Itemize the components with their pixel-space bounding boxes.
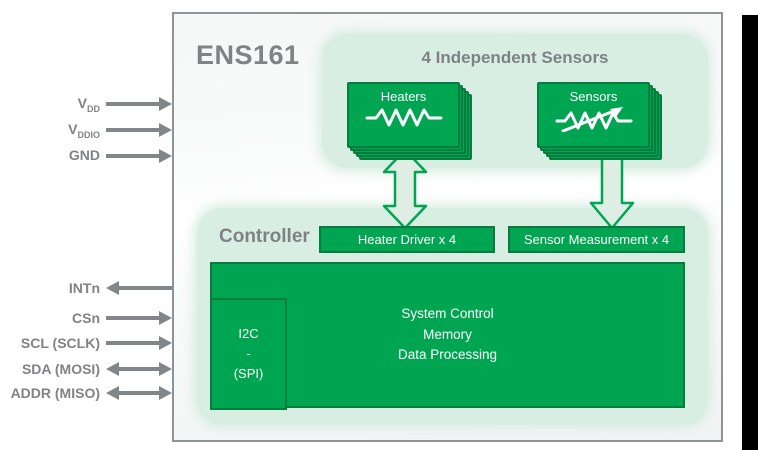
pin-addr-label: ADDR (MISO) <box>10 385 100 401</box>
pin-sda-bidirectional-arrow-icon <box>106 359 172 379</box>
pin-vddio: VDDIO <box>0 120 172 140</box>
core-line-system-control: System Control <box>401 305 494 321</box>
pin-vdd: VDD <box>0 94 172 114</box>
chip-name: ENS161 <box>196 40 300 70</box>
pin-csn-input-arrow-icon <box>106 308 172 328</box>
sensors-card: Sensors <box>537 82 650 148</box>
interface-line-spi: (SPI) <box>233 366 264 382</box>
pin-scl-input-arrow-icon <box>106 333 172 353</box>
pin-addr: ADDR (MISO) <box>0 383 172 403</box>
pin-gnd-label: GND <box>68 146 100 163</box>
page-edge-bar <box>742 15 758 450</box>
system-core-text: System Control Memory Data Processing <box>398 304 497 367</box>
heaters-stack: Heaters <box>347 82 473 161</box>
pin-intn-output-arrow-icon <box>106 278 172 298</box>
sensor-down-arrow-icon <box>589 149 635 229</box>
core-line-memory: Memory <box>423 326 472 342</box>
controller-panel-title: Controller <box>219 226 310 247</box>
variable-resistor-icon <box>555 107 632 132</box>
pin-intn-label: INTn <box>68 280 100 296</box>
pin-intn: INTn <box>0 278 172 298</box>
heaters-card: Heaters <box>347 82 460 148</box>
resistor-icon <box>365 108 442 127</box>
pin-vddio-label: VDDIO <box>68 120 100 140</box>
heater-driver-label: Heater Driver x 4 <box>357 232 457 247</box>
pin-gnd-input-arrow-icon <box>106 146 172 166</box>
pin-gnd: GND <box>0 146 172 166</box>
pin-scl-label: SCL (SCLK) <box>20 335 100 351</box>
core-line-data-processing: Data Processing <box>397 347 498 363</box>
pin-csn: CSn <box>0 308 172 328</box>
pin-vdd-input-arrow-icon <box>106 94 172 114</box>
pin-scl: SCL (SCLK) <box>0 333 172 353</box>
i2c-spi-interface-box: I2C - (SPI) <box>210 298 287 410</box>
sensor-measurement-box: Sensor Measurement x 4 <box>508 226 685 253</box>
pin-csn-label: CSn <box>72 310 100 326</box>
pin-vddio-input-arrow-icon <box>106 120 172 140</box>
heater-driver-box: Heater Driver x 4 <box>319 226 495 253</box>
pin-sda-label: SDA (MOSI) <box>21 361 100 377</box>
sensor-measurement-label: Sensor Measurement x 4 <box>523 232 670 247</box>
sensors-stack: Sensors <box>537 82 663 161</box>
system-core-block: System Control Memory Data Processing I2… <box>210 262 685 410</box>
heater-bidirectional-arrow-icon <box>382 149 428 229</box>
sensors-card-label: Sensors <box>569 89 618 104</box>
pin-sda: SDA (MOSI) <box>0 359 172 379</box>
interface-line-i2c: I2C <box>238 325 259 341</box>
pin-vdd-label: VDD <box>77 94 100 114</box>
pin-addr-bidirectional-arrow-icon <box>106 383 172 403</box>
heaters-card-label: Heaters <box>380 89 427 104</box>
interface-line-dash: - <box>246 345 251 361</box>
sensors-panel-title: 4 Independent Sensors <box>421 48 609 67</box>
